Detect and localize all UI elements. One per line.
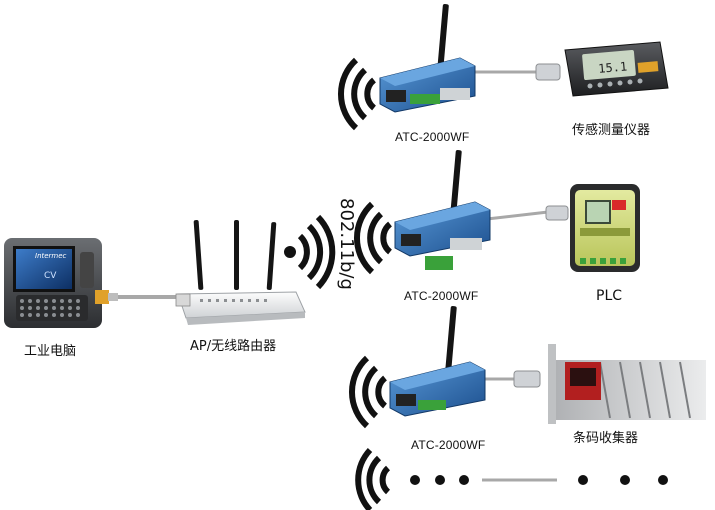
barcode-collector-label: 条码收集器 — [573, 431, 639, 446]
server2-wifi-icon — [353, 201, 393, 275]
router-device — [175, 220, 306, 325]
plc-label: PLC — [596, 288, 623, 304]
router-label: AP/无线路由器 — [190, 339, 277, 354]
server1-wifi-icon — [337, 57, 377, 131]
placeholder-wifi-icon — [355, 447, 391, 510]
serial-server-1 — [379, 4, 476, 113]
svg-text:Intermec: Intermec — [35, 252, 67, 260]
ellipsis-left — [410, 475, 469, 485]
svg-text:CV: CV — [44, 271, 57, 281]
ellipsis-right — [578, 475, 668, 485]
serial-server-2-label: ATC-2000WF — [404, 289, 479, 303]
sensor-instrument-device: 15.1 — [535, 41, 669, 97]
plc-device — [545, 184, 640, 272]
industrial-pc-label: 工业电脑 — [24, 344, 77, 359]
industrial-pc-device: Intermec CV — [4, 238, 118, 328]
serial-server-3 — [389, 306, 486, 417]
sensor-instrument-label: 传感测量仪器 — [572, 123, 651, 138]
cables — [108, 70, 557, 482]
tablet-keyboard — [16, 295, 88, 321]
router-wifi-icon — [284, 214, 336, 290]
wifi-standard-label: 802.11b/g — [336, 198, 357, 290]
serial-server-3-label: ATC-2000WF — [411, 438, 486, 452]
barcode-collector-device — [513, 344, 706, 424]
serial-server-2 — [394, 150, 491, 270]
serial-server-1-label: ATC-2000WF — [395, 130, 470, 144]
sensor-display-text: 15.1 — [598, 59, 628, 75]
server2-plc-cable — [486, 210, 549, 221]
server3-wifi-icon — [348, 355, 388, 429]
